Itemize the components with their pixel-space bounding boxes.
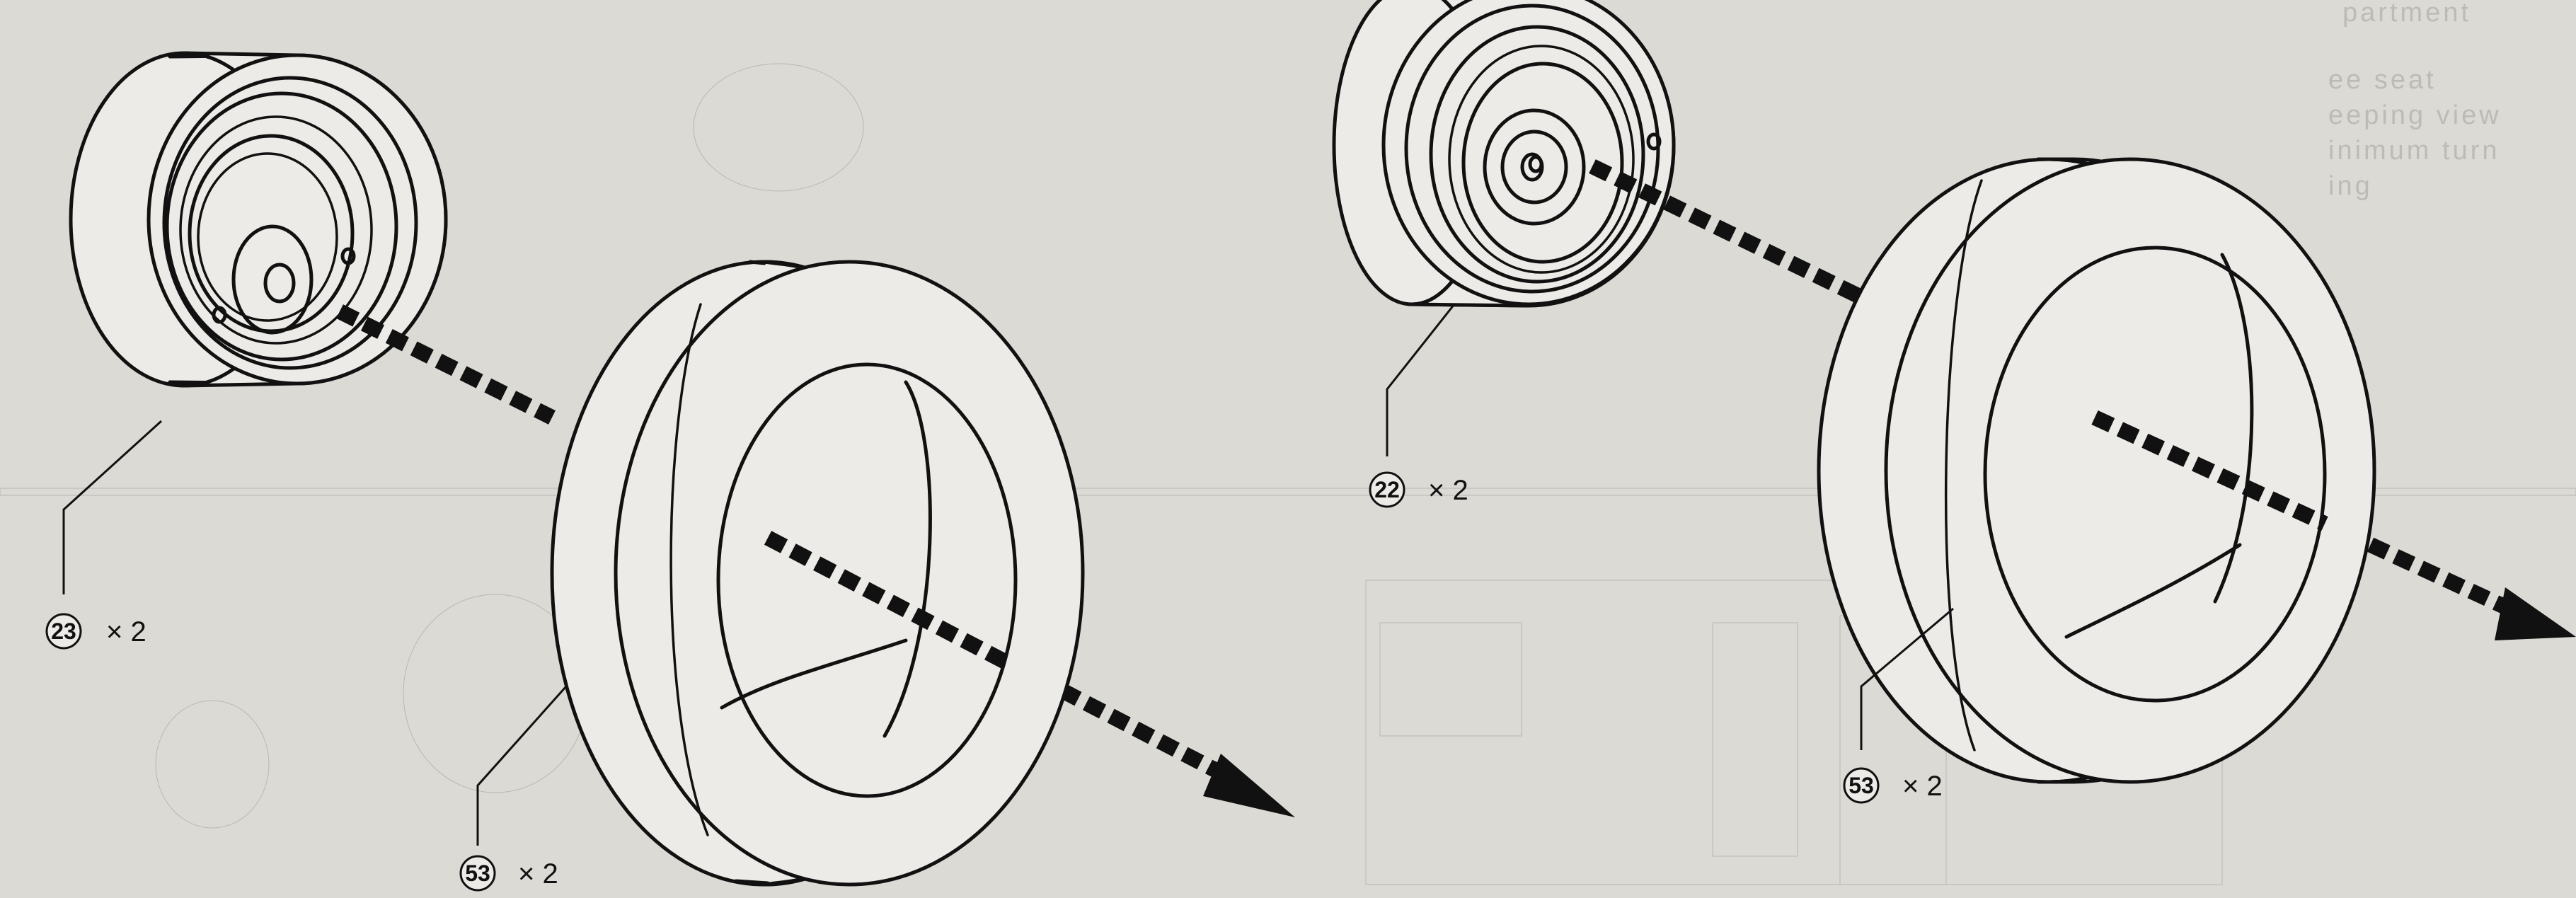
part-number: 23 (51, 618, 76, 644)
svg-text:eeping view: eeping view (2328, 100, 2502, 130)
svg-text:inimum turn: inimum turn (2328, 136, 2500, 166)
callout-part-22: 22 × 2 (1370, 473, 1468, 507)
svg-text:partment: partment (2342, 0, 2471, 28)
quantity-label: × 2 (518, 858, 558, 890)
quantity-label: × 2 (106, 616, 146, 647)
front-tire (1819, 159, 2374, 782)
svg-text:ing: ing (2328, 171, 2373, 201)
quantity-label: × 2 (1428, 475, 1468, 506)
callout-part-23: 23 × 2 (47, 614, 146, 648)
part-number: 53 (465, 860, 490, 886)
part-number: 22 (1374, 477, 1400, 502)
front-wheel-rim (1334, 0, 1674, 306)
rear-tire (552, 262, 1083, 885)
callout-part-53-right: 53 × 2 (1844, 769, 1943, 802)
svg-text:ee seat: ee seat (2328, 65, 2437, 95)
callout-part-53-left: 53 × 2 (461, 856, 558, 890)
part-number: 53 (1848, 773, 1874, 798)
quantity-label: × 2 (1902, 771, 1943, 802)
